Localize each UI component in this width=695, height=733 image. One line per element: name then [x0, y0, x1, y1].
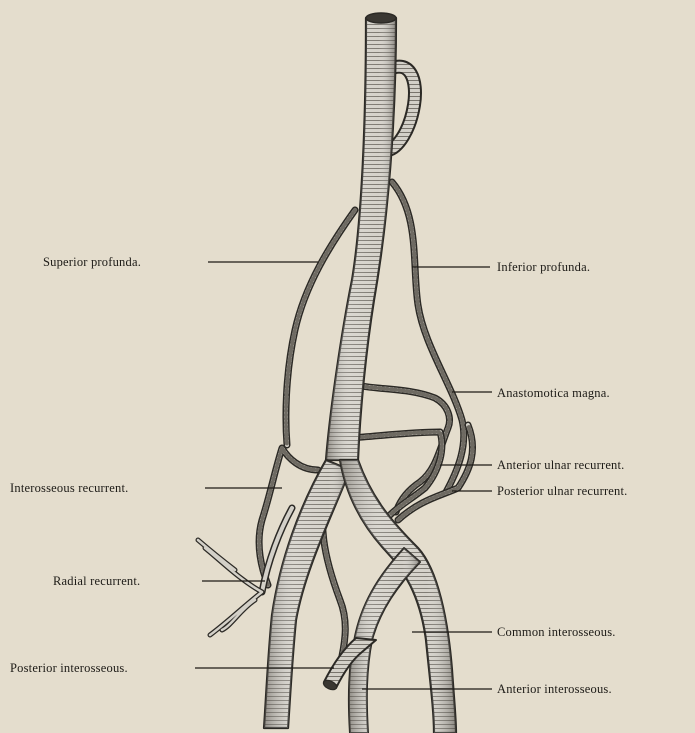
label-anastomotica-magna: Anastomotica magna.: [497, 386, 610, 400]
label-interosseous-recurrent: Interosseous recurrent.: [10, 481, 128, 495]
brachial-artery-lumen: [366, 13, 396, 23]
label-anterior-interosseous: Anterior interosseous.: [497, 682, 612, 696]
label-posterior-interosseous: Posterior interosseous.: [10, 661, 128, 675]
label-anterior-ulnar-recurrent: Anterior ulnar recurrent.: [497, 458, 625, 472]
label-posterior-ulnar-recurrent: Posterior ulnar recurrent.: [497, 484, 628, 498]
inferior-profunda-vessel: [392, 182, 464, 492]
label-common-interosseous: Common interosseous.: [497, 625, 616, 639]
label-radial-recurrent: Radial recurrent.: [53, 574, 140, 588]
main-arteries: [264, 13, 456, 733]
label-inferior-profunda: Inferior profunda.: [497, 260, 590, 274]
label-superior-profunda: Superior profunda.: [43, 255, 141, 269]
